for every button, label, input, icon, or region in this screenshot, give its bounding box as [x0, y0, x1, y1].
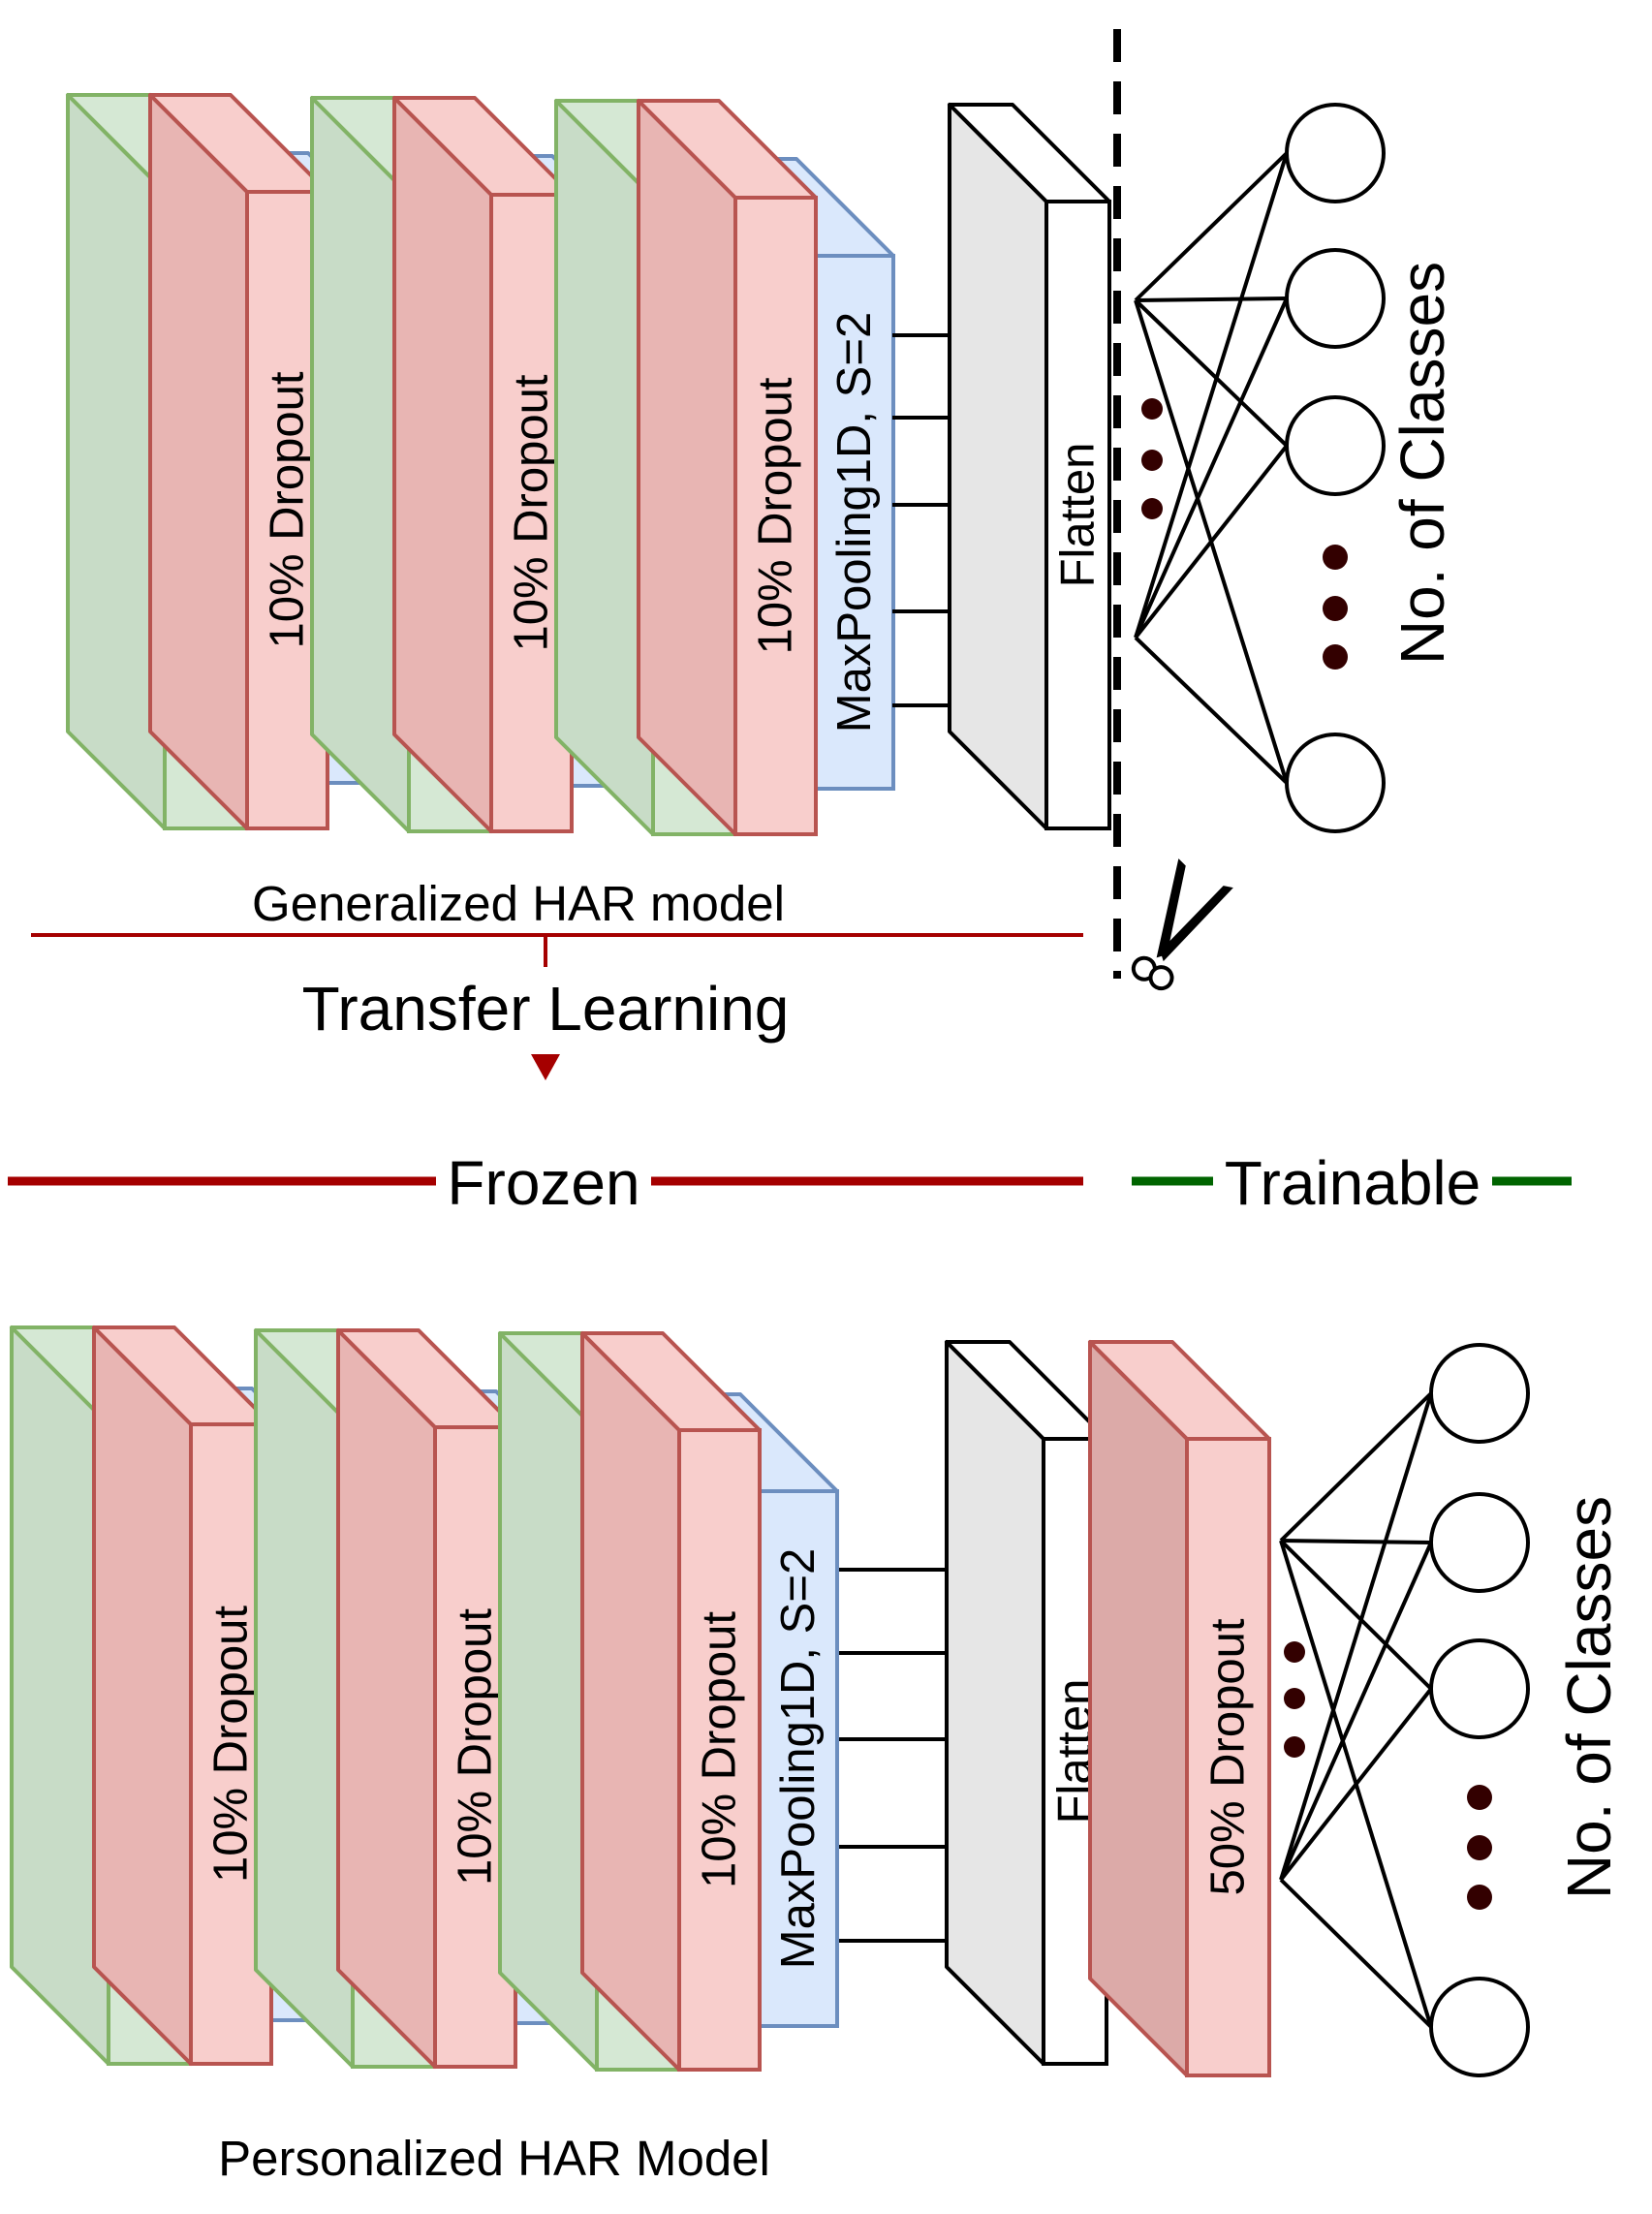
- layer-label-8: 10% Dropout: [694, 1611, 746, 1888]
- layer-label-9: MaxPooling1D, S=2: [772, 1548, 825, 1969]
- output-node: [1429, 1977, 1530, 2077]
- output-node: [1285, 103, 1386, 203]
- frozen-label: Frozen: [447, 1148, 639, 1218]
- ellipsis-dot: [1284, 1641, 1305, 1663]
- ellipsis-dot: [1323, 644, 1348, 670]
- dense-connection: [1279, 1687, 1433, 1882]
- output-node: [1429, 1343, 1530, 1444]
- ellipsis-dot: [1141, 498, 1163, 519]
- generalized-har-model: MaxPooling1D, S=2Conv1D, 64 F, 3 K10% Dr…: [66, 93, 1457, 836]
- layer-label-2: 10% Dropout: [205, 1606, 258, 1883]
- layer-drop-5: 10% Dropout: [336, 1328, 517, 2069]
- trainable-label: Trainable: [1225, 1148, 1481, 1218]
- generalized-caption: Generalized HAR model: [252, 876, 785, 931]
- dense-connection: [1279, 1542, 1433, 1881]
- flatten-label: Flatten: [1052, 443, 1105, 588]
- transfer-learning-label: Transfer Learning: [302, 974, 790, 1044]
- layer-label-5: 10% Dropout: [450, 1608, 502, 1886]
- dense-connection: [1134, 298, 1289, 448]
- ellipsis-dot: [1284, 1736, 1305, 1758]
- ellipsis-dot: [1141, 398, 1163, 420]
- dense-connection: [1279, 1391, 1433, 1543]
- dense-connection: [1280, 1539, 1432, 1544]
- dropout-50-label: 50% Dropout: [1202, 1618, 1255, 1895]
- layer-drop-5: 10% Dropout: [392, 96, 574, 833]
- classes-label: No. of Classes: [1387, 262, 1457, 665]
- ellipsis-dot: [1467, 1835, 1492, 1860]
- ellipsis-dot: [1467, 1785, 1492, 1810]
- dense-connection: [1134, 297, 1289, 639]
- ellipsis-dot: [1284, 1688, 1305, 1709]
- ellipsis-dot: [1323, 545, 1348, 570]
- classes-label: No. of Classes: [1554, 1496, 1624, 1899]
- scissors-icon: [1131, 858, 1233, 991]
- dense-connection: [1135, 296, 1288, 302]
- layer-label-9: MaxPooling1D, S=2: [828, 312, 881, 733]
- dense-connection: [1279, 1539, 1433, 1691]
- dense-connection: [1134, 444, 1289, 639]
- ellipsis-dot: [1323, 596, 1348, 621]
- dense-connection: [1279, 1878, 1433, 2029]
- ellipsis-dot: [1141, 450, 1163, 471]
- output-node: [1285, 395, 1386, 496]
- flatten-layer: Flatten: [945, 1340, 1108, 2066]
- personalized-caption: Personalized HAR Model: [218, 2131, 770, 2186]
- output-node: [1429, 1638, 1530, 1739]
- dropout-50-layer: 50% Dropout: [1088, 1340, 1271, 2077]
- personalized-har-model: MaxPooling1D, S=2Conv1D, 64 F, 3 K10% Dr…: [10, 1325, 1624, 2077]
- output-node: [1285, 733, 1386, 833]
- layer-drop-8: 10% Dropout: [637, 99, 818, 836]
- dense-connection: [1134, 152, 1289, 639]
- output-node: [1285, 248, 1386, 349]
- layer-label-5: 10% Dropout: [506, 374, 558, 651]
- dense-connection: [1134, 151, 1289, 302]
- layer-label-2: 10% Dropout: [262, 371, 314, 648]
- output-node: [1429, 1492, 1530, 1593]
- dense-connection: [1134, 636, 1289, 785]
- transfer-arrow-icon: [531, 1054, 560, 1080]
- layer-drop-8: 10% Dropout: [580, 1331, 762, 2072]
- ellipsis-dot: [1467, 1885, 1492, 1910]
- dense-connection: [1279, 1392, 1433, 1881]
- flatten-layer: Flatten: [948, 103, 1111, 830]
- layer-label-8: 10% Dropout: [750, 377, 802, 654]
- layer-drop-2: 10% Dropout: [92, 1325, 273, 2066]
- layer-drop-2: 10% Dropout: [148, 93, 329, 830]
